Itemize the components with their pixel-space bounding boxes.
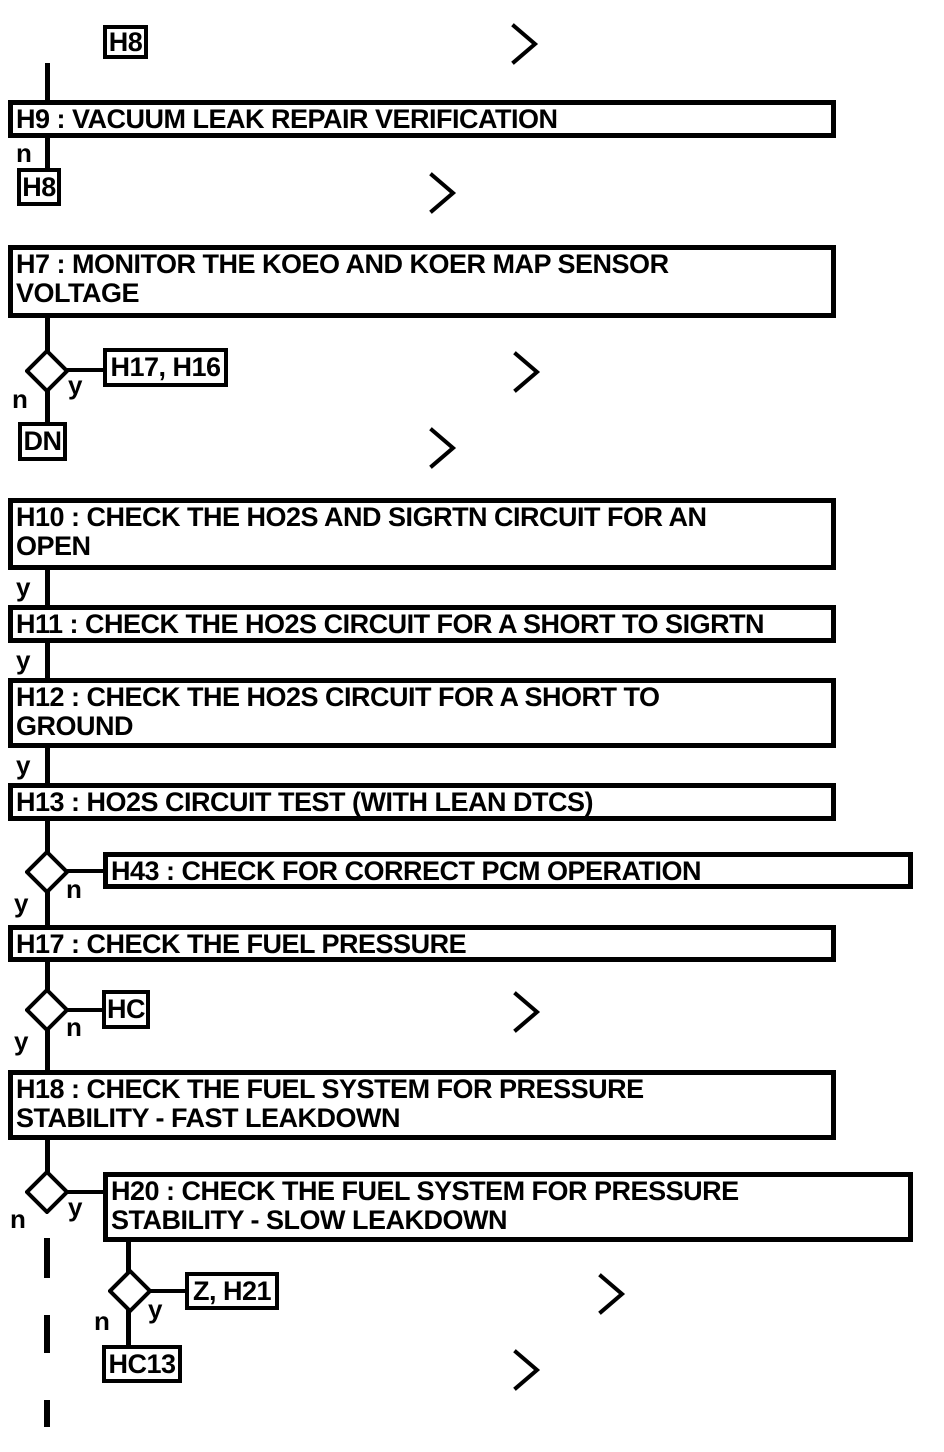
dashed-connector-segment <box>44 1238 50 1278</box>
connector-h7-to-decision <box>45 318 50 352</box>
connector-decision4-to-h20 <box>67 1190 103 1194</box>
branch-label-n: n <box>66 1012 82 1042</box>
decision-diamond <box>25 850 69 894</box>
connector-h18-to-decision <box>45 1140 50 1172</box>
connector-decision5-to-ref <box>150 1289 185 1293</box>
ref-box-h8-after-h9[interactable]: H8 <box>17 168 61 206</box>
continue-chevron-icon[interactable] <box>597 1272 627 1316</box>
branch-label-n: n <box>12 384 28 414</box>
continue-chevron-icon[interactable] <box>512 1348 542 1392</box>
connector-h10-to-h11 <box>45 570 50 605</box>
process-box-h11: H11 : CHECK THE HO2S CIRCUIT FOR A SHORT… <box>8 605 836 643</box>
continue-chevron-icon[interactable] <box>428 171 458 215</box>
branch-label-y: y <box>68 1192 83 1222</box>
decision-diamond <box>25 349 69 393</box>
dashed-connector-segment <box>44 1315 50 1353</box>
ref-box-dn[interactable]: DN <box>18 422 67 461</box>
decision-diamond <box>108 1269 152 1313</box>
process-box-h20: H20 : CHECK THE FUEL SYSTEM FOR PRESSURE… <box>103 1172 913 1242</box>
branch-label-n: n <box>10 1204 26 1234</box>
connector-decision5-to-hc13 <box>126 1310 131 1345</box>
continue-chevron-icon[interactable] <box>428 426 458 470</box>
branch-label-n: n <box>16 138 32 168</box>
connector-h17-to-decision <box>45 962 50 990</box>
continue-chevron-icon[interactable] <box>510 22 540 66</box>
decision-diamond <box>25 1170 69 1214</box>
ref-box-z-h21[interactable]: Z, H21 <box>185 1272 279 1310</box>
branch-label-n: n <box>66 874 82 904</box>
decision-diamond <box>25 988 69 1032</box>
process-box-h12: H12 : CHECK THE HO2S CIRCUIT FOR A SHORT… <box>8 678 836 748</box>
process-box-h18: H18 : CHECK THE FUEL SYSTEM FOR PRESSURE… <box>8 1070 836 1140</box>
process-box-h43: H43 : CHECK FOR CORRECT PCM OPERATION <box>103 852 913 889</box>
continue-chevron-icon[interactable] <box>512 350 542 394</box>
connector-into-h9 <box>45 63 50 100</box>
continue-chevron-icon[interactable] <box>512 990 542 1034</box>
ref-box-hc13[interactable]: HC13 <box>102 1345 182 1383</box>
branch-label-y: y <box>68 370 83 400</box>
connector-decision3-to-h18 <box>45 1030 50 1070</box>
connector-decision3-to-hc <box>67 1008 102 1012</box>
connector-h9-to-h8 <box>45 138 50 170</box>
connector-decision2-to-h17 <box>45 890 50 925</box>
branch-label-y: y <box>16 645 31 675</box>
process-box-h13: H13 : HO2S CIRCUIT TEST (WITH LEAN DTCS) <box>8 783 836 821</box>
process-box-h7: H7 : MONITOR THE KOEO AND KOER MAP SENSO… <box>8 245 836 318</box>
branch-label-n: n <box>94 1306 110 1336</box>
branch-label-y: y <box>14 1026 29 1056</box>
branch-label-y: y <box>16 572 31 602</box>
connector-decision1-to-dn <box>45 389 50 424</box>
dashed-connector-segment <box>44 1400 50 1427</box>
connector-h11-to-h12 <box>45 643 50 678</box>
process-box-h9: H9 : VACUUM LEAK REPAIR VERIFICATION <box>8 100 836 138</box>
process-box-h10: H10 : CHECK THE HO2S AND SIGRTN CIRCUIT … <box>8 498 836 570</box>
connector-h13-to-decision <box>45 821 50 853</box>
process-box-h17: H17 : CHECK THE FUEL PRESSURE <box>8 925 836 962</box>
ref-box-h8-top[interactable]: H8 <box>103 25 148 59</box>
connector-h12-to-h13 <box>45 748 50 783</box>
connector-h20-to-decision <box>126 1242 131 1272</box>
connector-decision2-to-h43 <box>67 869 103 873</box>
branch-label-y: y <box>148 1294 163 1324</box>
connector-decision1-to-ref <box>67 368 103 372</box>
branch-label-y: y <box>14 888 29 918</box>
ref-box-h17-h16[interactable]: H17, H16 <box>103 348 228 387</box>
branch-label-y: y <box>16 750 31 780</box>
ref-box-hc[interactable]: HC <box>102 990 150 1029</box>
